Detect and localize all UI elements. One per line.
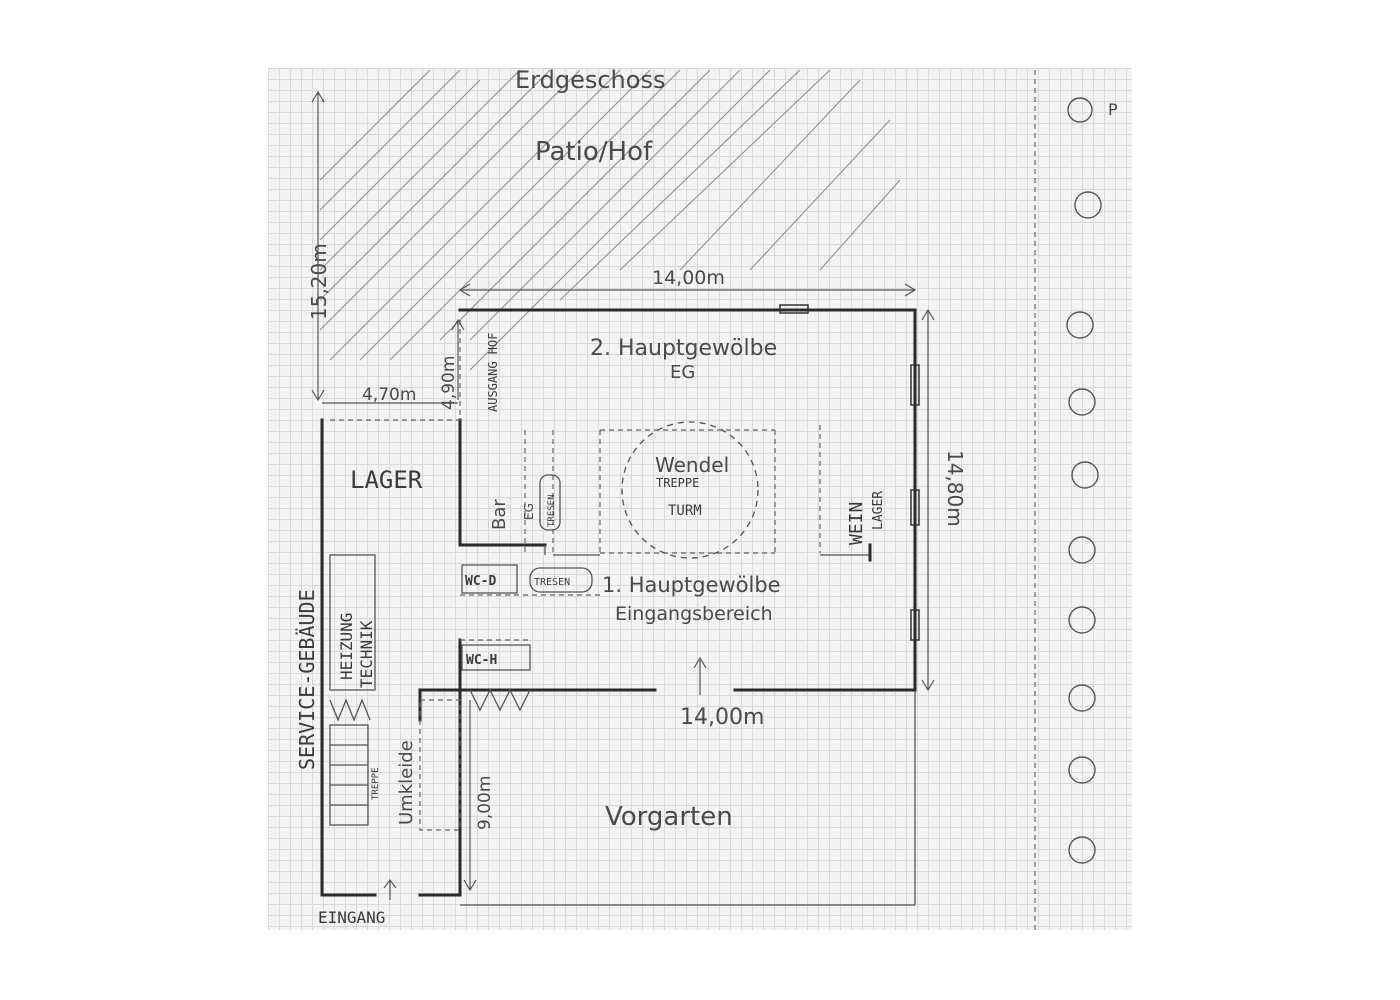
wc-h-label: WC-H <box>466 653 497 668</box>
service-stair <box>329 724 369 826</box>
patio-hatching <box>319 69 901 371</box>
dim-bottom-label: 14,00m <box>680 705 764 730</box>
gewoelbe1-label: 1. Hauptgewölbe <box>602 573 781 597</box>
gewoelbe2-eg-label: EG <box>670 362 695 383</box>
stair-zigzag-wc <box>469 688 531 712</box>
corner-note: P <box>1108 100 1118 119</box>
wc-d-label: WC-D <box>465 574 496 589</box>
tree-icon <box>1068 836 1096 864</box>
turm-label: TURM <box>668 503 702 519</box>
wein-lager-label: LAGER <box>871 491 886 530</box>
heizung-technik-room <box>329 554 376 691</box>
wein-label: WEIN <box>846 502 867 545</box>
bar-label: Bar <box>489 499 510 530</box>
umkleide-label: Umkleide <box>396 740 417 825</box>
service-label: SERVICE-GEBÄUDE <box>295 589 319 770</box>
floor-title: Erdgeschoss <box>515 66 665 94</box>
eingang-label: EINGANG <box>318 908 385 927</box>
tree-icon <box>1068 536 1096 564</box>
dimension-lines <box>311 90 935 900</box>
interior-dashed-lines <box>330 320 870 641</box>
tree-icon <box>1068 388 1096 416</box>
tresen-entry-label: TRESEN <box>534 577 570 588</box>
tree-icon <box>1074 191 1102 219</box>
dim-top-label: 14,00m <box>652 267 725 289</box>
vorgarten-label: Vorgarten <box>605 802 733 832</box>
patio-label: Patio/Hof <box>535 137 653 167</box>
eingangsbereich-label: Eingangsbereich <box>615 603 773 625</box>
tree-icon <box>1068 606 1096 634</box>
wendeltreppe-turm-circle <box>621 421 759 559</box>
tree-icon <box>1066 311 1094 339</box>
heizung-label: HEIZUNG <box>337 613 356 680</box>
dim-left-label: 15,20m <box>307 243 331 320</box>
tree-icon <box>1067 97 1093 123</box>
gewoelbe2-label: 2. Hauptgewölbe <box>590 336 777 361</box>
tresen-entry-counter <box>529 567 593 593</box>
tresen-bar-counter <box>539 474 561 531</box>
dim-umkleide-label: 9,00m <box>475 776 495 830</box>
tree-icon <box>1068 684 1096 712</box>
stair-zigzag-service <box>329 698 371 722</box>
wendel-label: Wendel <box>655 453 729 477</box>
lager-label: LAGER <box>350 466 423 494</box>
bar-eg-label: EG <box>522 503 536 520</box>
window-marks <box>779 304 920 641</box>
wc-h-room <box>461 644 531 671</box>
umkleide-room <box>419 699 461 831</box>
main-building-walls <box>320 308 917 897</box>
tree-icon <box>1068 756 1096 784</box>
ausgang-hof-label: AUSGANG HOF <box>486 333 500 412</box>
treppe-label: TREPPE <box>656 476 699 490</box>
graph-paper-sheet <box>268 68 1132 930</box>
treppe-small-label: TREPPE <box>371 767 381 800</box>
tresen-bar-label: TRESEN <box>547 494 557 527</box>
wc-d-room <box>461 564 518 594</box>
dim-lager-width: 4,70m <box>362 385 416 405</box>
tree-icon <box>1071 461 1099 489</box>
dim-right-label: 14,80m <box>943 450 967 527</box>
tree-symbols <box>1066 97 1102 864</box>
technik-label: TECHNIK <box>357 620 376 688</box>
dim-ausgang-label: 4,90m <box>439 356 459 410</box>
